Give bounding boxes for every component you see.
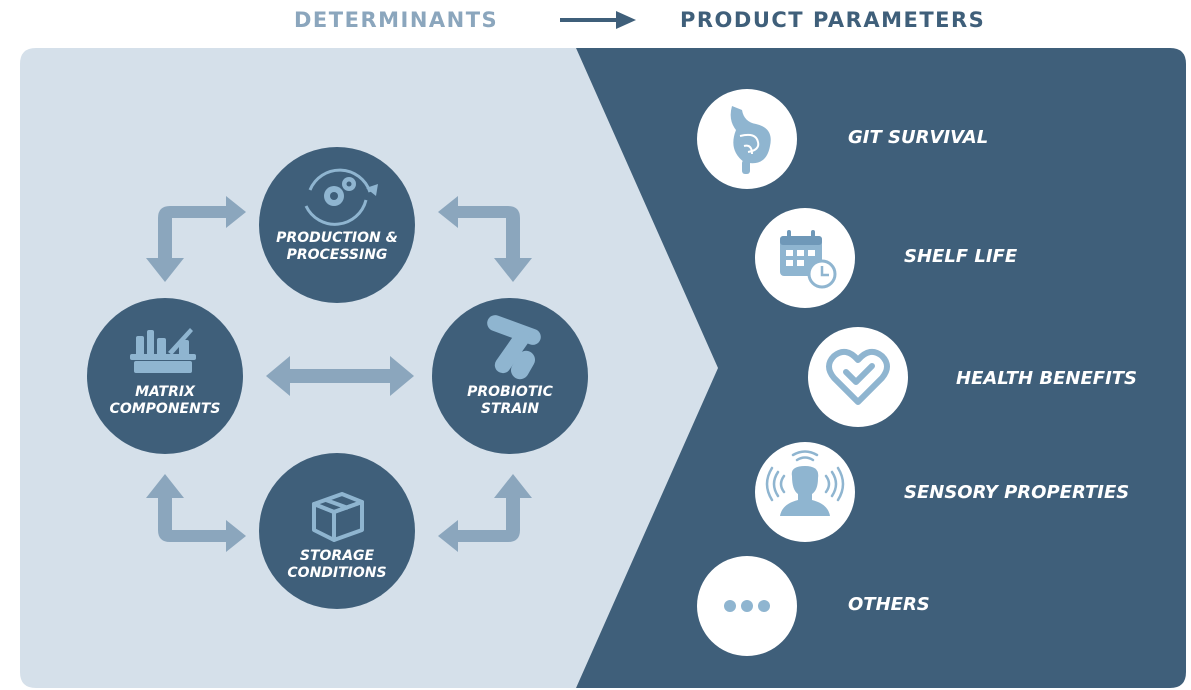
node-matrix (87, 298, 243, 454)
label-probiotic: PROBIOTIC STRAIN (430, 384, 590, 418)
param-label-shelf: SHELF LIFE (904, 246, 1018, 267)
label-matrix-line1: MATRIX (135, 384, 195, 400)
heart-check-icon (826, 348, 890, 405)
calendar-clock-icon (780, 230, 837, 289)
gears-cycle-icon (304, 168, 378, 226)
grocery-basket-icon (130, 328, 196, 373)
bacteria-icon (487, 315, 541, 380)
arrow-matrix-probiotic (266, 356, 414, 396)
box-icon (312, 492, 364, 542)
param-label-others: OTHERS (848, 594, 930, 615)
head-senses-icon (765, 450, 845, 516)
label-probiotic-line2: STRAIN (480, 401, 540, 417)
label-production: PRODUCTION & PROCESSING (257, 230, 417, 264)
node-probiotic (432, 298, 588, 454)
right-arrow-icon (560, 11, 636, 29)
header-left-title: DETERMINANTS (294, 8, 499, 32)
node-storage (259, 453, 415, 609)
arrow-production-probiotic (438, 196, 532, 282)
arrow-matrix-storage (146, 474, 246, 552)
arrow-matrix-production (146, 196, 246, 282)
param-label-git: GIT SURVIVAL (848, 127, 989, 148)
label-production-line1: PRODUCTION & (276, 230, 398, 246)
header-right-title: PRODUCT PARAMETERS (680, 8, 986, 32)
label-probiotic-line1: PROBIOTIC (467, 384, 553, 400)
label-matrix: MATRIX COMPONENTS (85, 384, 245, 418)
arrow-storage-probiotic (438, 474, 532, 552)
label-storage: STORAGE CONDITIONS (257, 548, 417, 582)
label-matrix-line2: COMPONENTS (109, 401, 221, 417)
label-storage-line2: CONDITIONS (287, 565, 387, 581)
ellipsis-icon (724, 600, 770, 612)
param-label-sensory: SENSORY PROPERTIES (904, 482, 1130, 503)
param-label-health: HEALTH BENEFITS (956, 368, 1138, 389)
label-production-line2: PROCESSING (286, 247, 388, 263)
label-storage-line1: STORAGE (299, 548, 375, 564)
stomach-intestine-icon (730, 106, 771, 174)
